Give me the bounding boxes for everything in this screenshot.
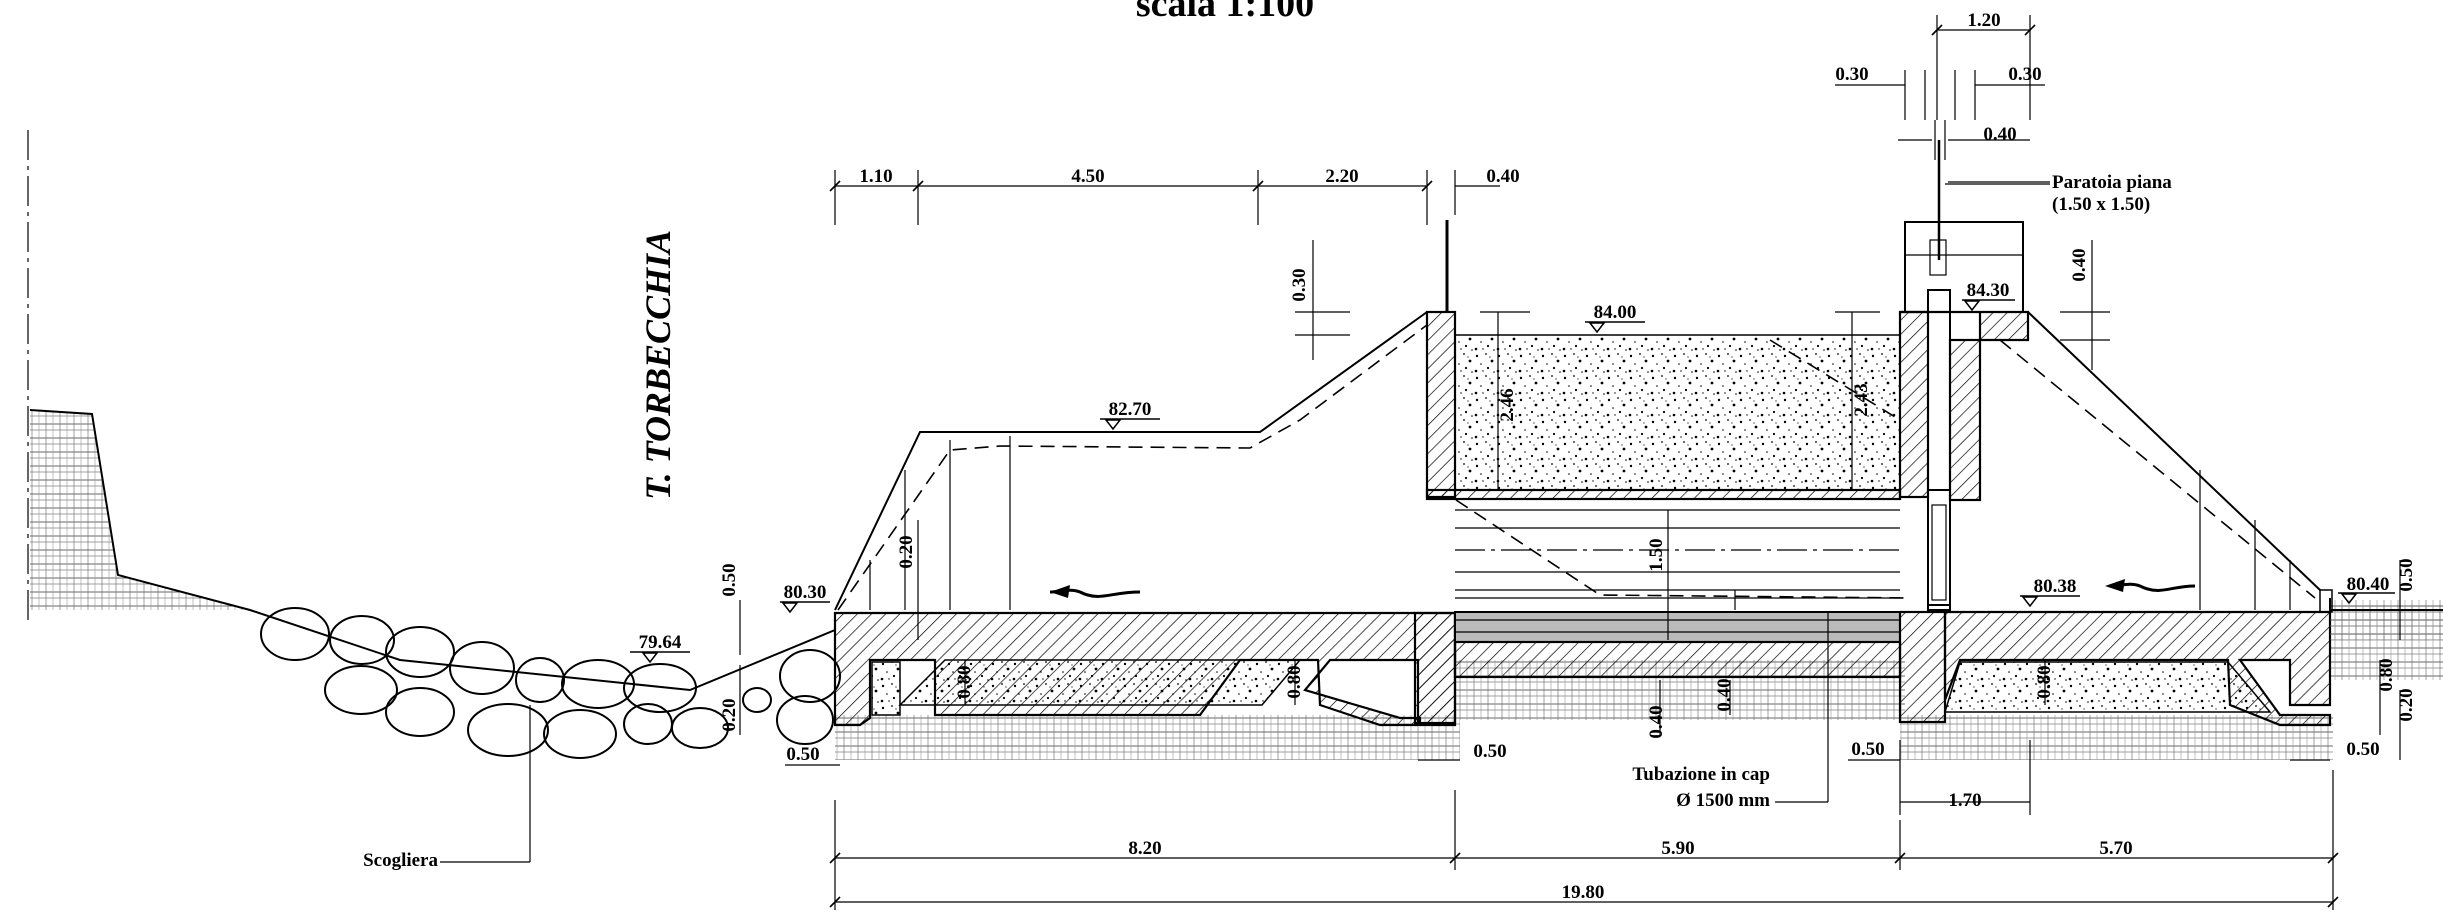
elev-riverbed: 79.64 <box>639 632 682 653</box>
elev-embankment-top: 82.70 <box>1109 399 1152 420</box>
dim-toe-left: 0.50 <box>786 744 819 765</box>
top-dim-ticks <box>829 24 2036 192</box>
dim-right-020: 0.20 <box>2396 688 2417 721</box>
elev-gate-deck: 84.30 <box>1967 280 2010 301</box>
dim-key-080-a: 0.80 <box>954 665 975 698</box>
gate-label: Paratoia piana <box>2052 172 2172 193</box>
dim-step-020: 0.20 <box>719 698 740 731</box>
gate-structure <box>1898 140 2030 724</box>
dim-slab-040-b: 0.40 <box>1714 678 1735 711</box>
dim-toe-mid: 0.50 <box>1473 741 1506 762</box>
dim-slab-040-a: 0.40 <box>1646 705 1667 738</box>
riprap-label: Scogliera <box>363 850 438 871</box>
gate-size-label: (1.50 x 1.50) <box>2052 194 2150 215</box>
dim-top-1: 1.10 <box>859 166 892 187</box>
elev-downstream-apron: 80.38 <box>2034 576 2077 597</box>
toe-dim-lines <box>785 740 2330 815</box>
elev-upstream-apron: 80.30 <box>784 582 827 603</box>
elev-downstream-bank: 80.40 <box>2347 574 2390 595</box>
culvert-bottom-slab <box>1453 611 1902 679</box>
bottom-dim-ticks <box>829 852 2339 908</box>
upstream-embankment <box>834 311 1428 611</box>
dim-vertical-040: 0.40 <box>2069 248 2090 281</box>
dim-total: 19.80 <box>1562 882 1605 903</box>
dim-span-culvert: 5.90 <box>1661 838 1694 859</box>
dim-toe-gate: 0.50 <box>1851 739 1884 760</box>
dim-gate-left: 0.30 <box>1835 64 1868 85</box>
elev-fill-top: 84.00 <box>1594 302 1637 323</box>
river-name: T. TORBECCHIA <box>638 230 678 500</box>
pipe-diameter-label: Ø 1500 mm <box>1676 790 1770 811</box>
vertical-dims <box>739 240 2401 760</box>
drawing-title: scala 1:100 <box>1136 0 1314 25</box>
dim-key-080-c: 0.80 <box>2034 665 2055 698</box>
elevation-markers <box>630 299 2395 664</box>
dim-toe-right: 0.50 <box>2346 739 2379 760</box>
left-wall-base <box>1413 611 1457 725</box>
dim-gate-stem: 0.40 <box>1983 124 2016 145</box>
dim-right-wall-height: 2.43 <box>1851 383 1872 416</box>
dim-culvert-height: 1.50 <box>1646 538 1667 571</box>
upstream-apron <box>833 611 1457 727</box>
dim-step-050: 0.50 <box>719 563 740 596</box>
culvert-body <box>1455 339 1911 599</box>
dim-gate-width: 1.20 <box>1967 10 2000 31</box>
dim-span-downstream: 5.70 <box>2099 838 2132 859</box>
flow-arrow-downstream <box>2105 579 2196 592</box>
dim-top-4: 0.40 <box>1486 166 1519 187</box>
downstream-embankment <box>1999 311 2321 610</box>
dim-apron-020: 0.20 <box>896 535 917 568</box>
dim-gate-base: 1.70 <box>1948 790 1981 811</box>
downstream-apron <box>1943 610 2332 727</box>
flow-arrow-upstream <box>1049 585 1141 598</box>
pipe-label: Tubazione in cap <box>1632 764 1770 785</box>
dim-top-3: 2.20 <box>1325 166 1358 187</box>
dim-left-wall-height: 2.46 <box>1497 388 1518 421</box>
left-wall <box>1425 310 1457 499</box>
right-bank <box>2319 589 2443 640</box>
bottom-dimension-lines <box>834 770 2334 910</box>
dim-gate-right: 0.30 <box>2008 64 2041 85</box>
dim-vertical-030: 0.30 <box>1289 268 1310 301</box>
culvert-top-slab <box>1425 488 1902 501</box>
top-dimension-lines <box>834 15 2050 225</box>
foundation-ground <box>835 600 2443 760</box>
dim-right-080: 0.80 <box>2376 658 2397 691</box>
fill-block <box>1454 334 1901 491</box>
left-bank <box>29 409 836 692</box>
dim-span-upstream: 8.20 <box>1128 838 1161 859</box>
dim-top-2: 4.50 <box>1071 166 1104 187</box>
dim-right-050: 0.50 <box>2396 558 2417 591</box>
dim-key-080-b: 0.80 <box>1284 665 1305 698</box>
riprap-stones <box>260 607 841 759</box>
